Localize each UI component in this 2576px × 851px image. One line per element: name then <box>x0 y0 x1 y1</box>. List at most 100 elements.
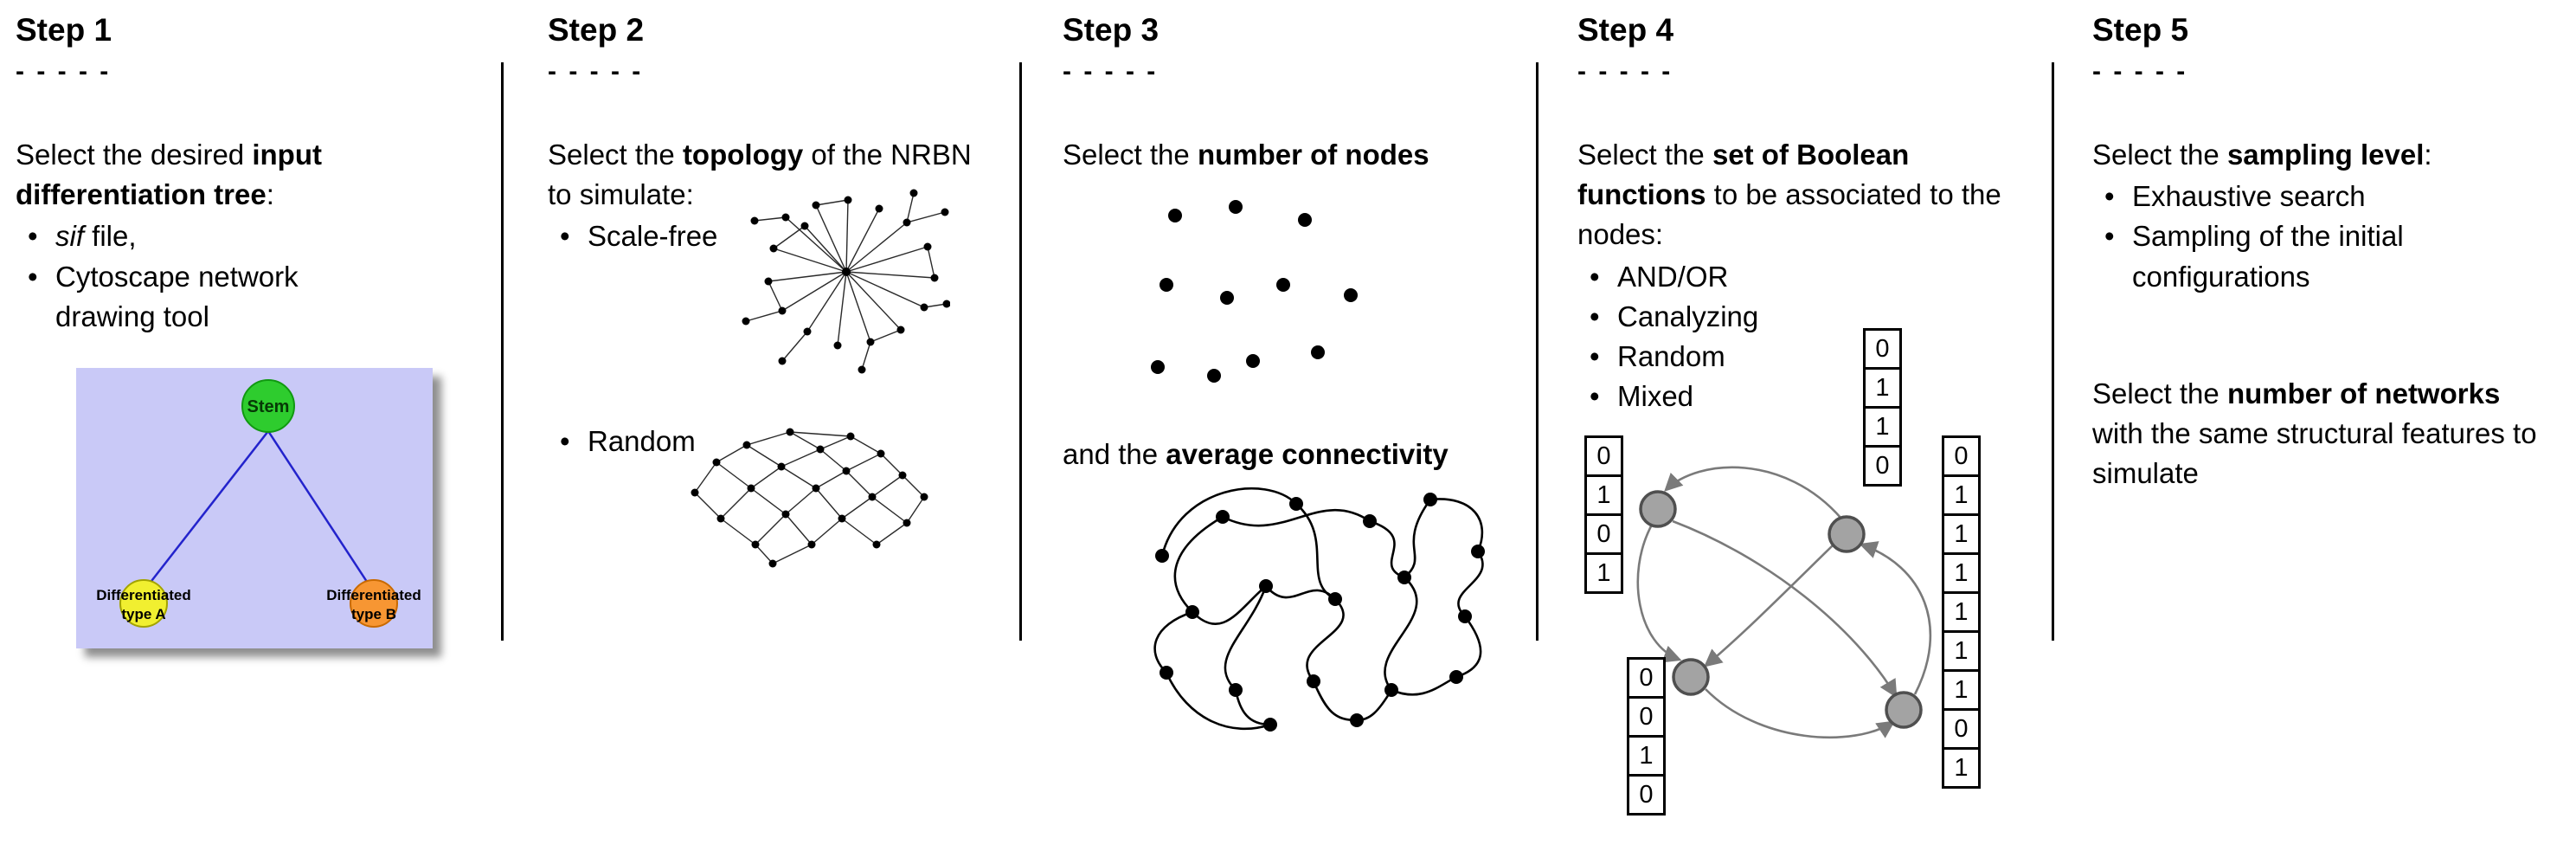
bullet-marker <box>1577 257 1617 297</box>
step-5-bullet-list: Exhaustive search Sampling of the initia… <box>2092 177 2564 297</box>
bullet-marker <box>1577 297 1617 337</box>
boolean-node <box>1672 658 1710 696</box>
bullet-item: Scale-free <box>548 216 980 256</box>
scale-free-edges <box>745 192 948 371</box>
column-divider <box>1019 62 1022 641</box>
differentiated-type-a-node <box>119 578 168 628</box>
boolean-node <box>1885 691 1923 729</box>
step-3-title: Step 3 <box>1063 12 1160 48</box>
bullet-item: Canalyzing <box>1577 297 2036 337</box>
bullet-item: Cytoscape network drawing tool <box>16 257 379 337</box>
step-4-title: Step 4 <box>1577 12 1674 48</box>
bullet-marker <box>548 422 588 461</box>
truth-table-cell: 0 <box>1863 328 1902 370</box>
truth-table-cell: 1 <box>1584 474 1623 516</box>
truth-table-cell: 0 <box>1942 435 1981 477</box>
connected-network-nodes <box>1155 493 1485 732</box>
truth-table-cell: 1 <box>1584 552 1623 594</box>
step-1-dashes: - - - - - <box>16 57 112 86</box>
scale-free-network-figure <box>742 189 950 374</box>
bullet-marker <box>1577 377 1617 416</box>
truth-table-left: 0 1 0 1 <box>1584 435 1623 594</box>
step-2-column: Step 2 - - - - - Select the topology of … <box>548 12 980 568</box>
step-4-column: Step 4 - - - - - Select the set of Boole… <box>1577 12 2036 816</box>
step-3-connectivity-text: and the average connectivity <box>1063 438 1449 470</box>
bullet-marker <box>548 216 588 256</box>
step-5-title: Step 5 <box>2092 12 2189 48</box>
step-4-bullet-list: AND/OR Canalyzing Random Mixed <box>1577 257 2036 417</box>
bullet-item: Sampling of the initial configurations <box>2092 216 2564 296</box>
step-1-intro: Select the desired input differentiation… <box>16 139 322 211</box>
step-2-intro: Select the topology of the NRBN to simul… <box>548 139 972 211</box>
boolean-network-arrows <box>1636 466 1932 739</box>
step-5-dashes: - - - - - <box>2092 57 2188 86</box>
truth-table-cell: 1 <box>1942 747 1981 789</box>
differentiated-type-b-node <box>350 578 398 628</box>
step-2-bullet-list: Scale-free Random <box>548 216 980 461</box>
scattered-nodes-figure <box>1151 200 1358 383</box>
column-divider <box>2052 62 2054 641</box>
boolean-node <box>1639 490 1677 528</box>
random-network-figure <box>691 428 928 568</box>
scale-free-nodes <box>742 189 950 374</box>
connected-network-edges <box>1153 487 1484 731</box>
bullet-marker <box>16 257 55 337</box>
truth-table-cell: 1 <box>1942 552 1981 594</box>
bullet-marker <box>1577 337 1617 377</box>
truth-table-top: 0 1 1 0 <box>1863 328 1902 487</box>
step-5-intro: Select the sampling level: <box>2092 139 2432 171</box>
truth-table-cell: 0 <box>1584 513 1623 555</box>
stem-node <box>241 378 295 433</box>
truth-table-cell: 1 <box>1942 513 1981 555</box>
truth-table-cell: 1 <box>1627 735 1666 777</box>
bullet-item: Mixed <box>1577 377 2036 416</box>
column-divider <box>501 62 504 641</box>
bullet-item: sif file, <box>16 216 379 256</box>
bullet-marker <box>2092 177 2132 216</box>
truth-table-cell: 0 <box>1627 774 1666 816</box>
type-a-label-line1: Differentiated <box>96 587 191 603</box>
truth-table-cell: 0 <box>1627 696 1666 738</box>
step-3-column: Step 3 - - - - - Select the number of no… <box>1063 12 1534 732</box>
step-4-dashes: - - - - - <box>1577 57 1673 86</box>
truth-table-cell: 1 <box>1942 669 1981 711</box>
bullet-item: AND/OR <box>1577 257 2036 297</box>
boolean-node <box>1828 515 1866 553</box>
bullet-marker <box>16 216 55 256</box>
column-divider <box>1536 62 1539 641</box>
step-1-title: Step 1 <box>16 12 112 48</box>
step-3-intro: Select the number of nodes <box>1063 139 1429 171</box>
random-network-edges <box>694 431 925 564</box>
step-1-column: Step 1 - - - - - Select the desired inpu… <box>16 12 466 648</box>
step-5-networks-text: Select the number of networks with the s… <box>2092 377 2537 490</box>
bullet-item: Exhaustive search <box>2092 177 2564 216</box>
truth-table-bottom: 0 0 1 0 <box>1627 657 1666 816</box>
truth-table-cell: 0 <box>1942 708 1981 750</box>
truth-table-cell: 1 <box>1942 474 1981 516</box>
step-2-dashes: - - - - - <box>548 57 644 86</box>
truth-table-cell: 1 <box>1863 406 1902 448</box>
bullet-marker <box>2092 216 2132 296</box>
bullet-item: Random <box>1577 337 2036 377</box>
type-b-label-line1: Differentiated <box>326 587 421 603</box>
step-3-dashes: - - - - - <box>1063 57 1159 86</box>
scattered-nodes <box>1151 200 1358 383</box>
truth-table-cell: 1 <box>1942 591 1981 633</box>
boolean-network-nodes <box>1639 490 1923 729</box>
differentiation-tree-svg: Stem Differentiated type A Differentiate… <box>76 367 433 648</box>
random-network-nodes <box>691 428 928 568</box>
step-1-bullet-list: sif file, Cytoscape network drawing tool <box>16 216 379 337</box>
truth-table-cell: 0 <box>1863 445 1902 487</box>
stem-node-label: Stem <box>247 397 290 416</box>
bullet-item: Random <box>548 422 980 461</box>
truth-table-cell: 1 <box>1863 367 1902 409</box>
differentiation-tree-figure: Stem Differentiated type A Differentiate… <box>76 367 433 648</box>
truth-table-right: 0 1 1 1 1 1 1 0 1 <box>1942 435 1981 789</box>
boolean-network-figure <box>1636 466 1932 739</box>
type-a-label-line2: type A <box>121 606 165 622</box>
step-4-intro: Select the set of Boolean functions to b… <box>1577 139 2001 251</box>
truth-table-cell: 0 <box>1627 657 1666 699</box>
truth-table-cell: 0 <box>1584 435 1623 477</box>
connected-network-figure <box>1153 487 1485 732</box>
truth-table-cell: 1 <box>1942 630 1981 672</box>
